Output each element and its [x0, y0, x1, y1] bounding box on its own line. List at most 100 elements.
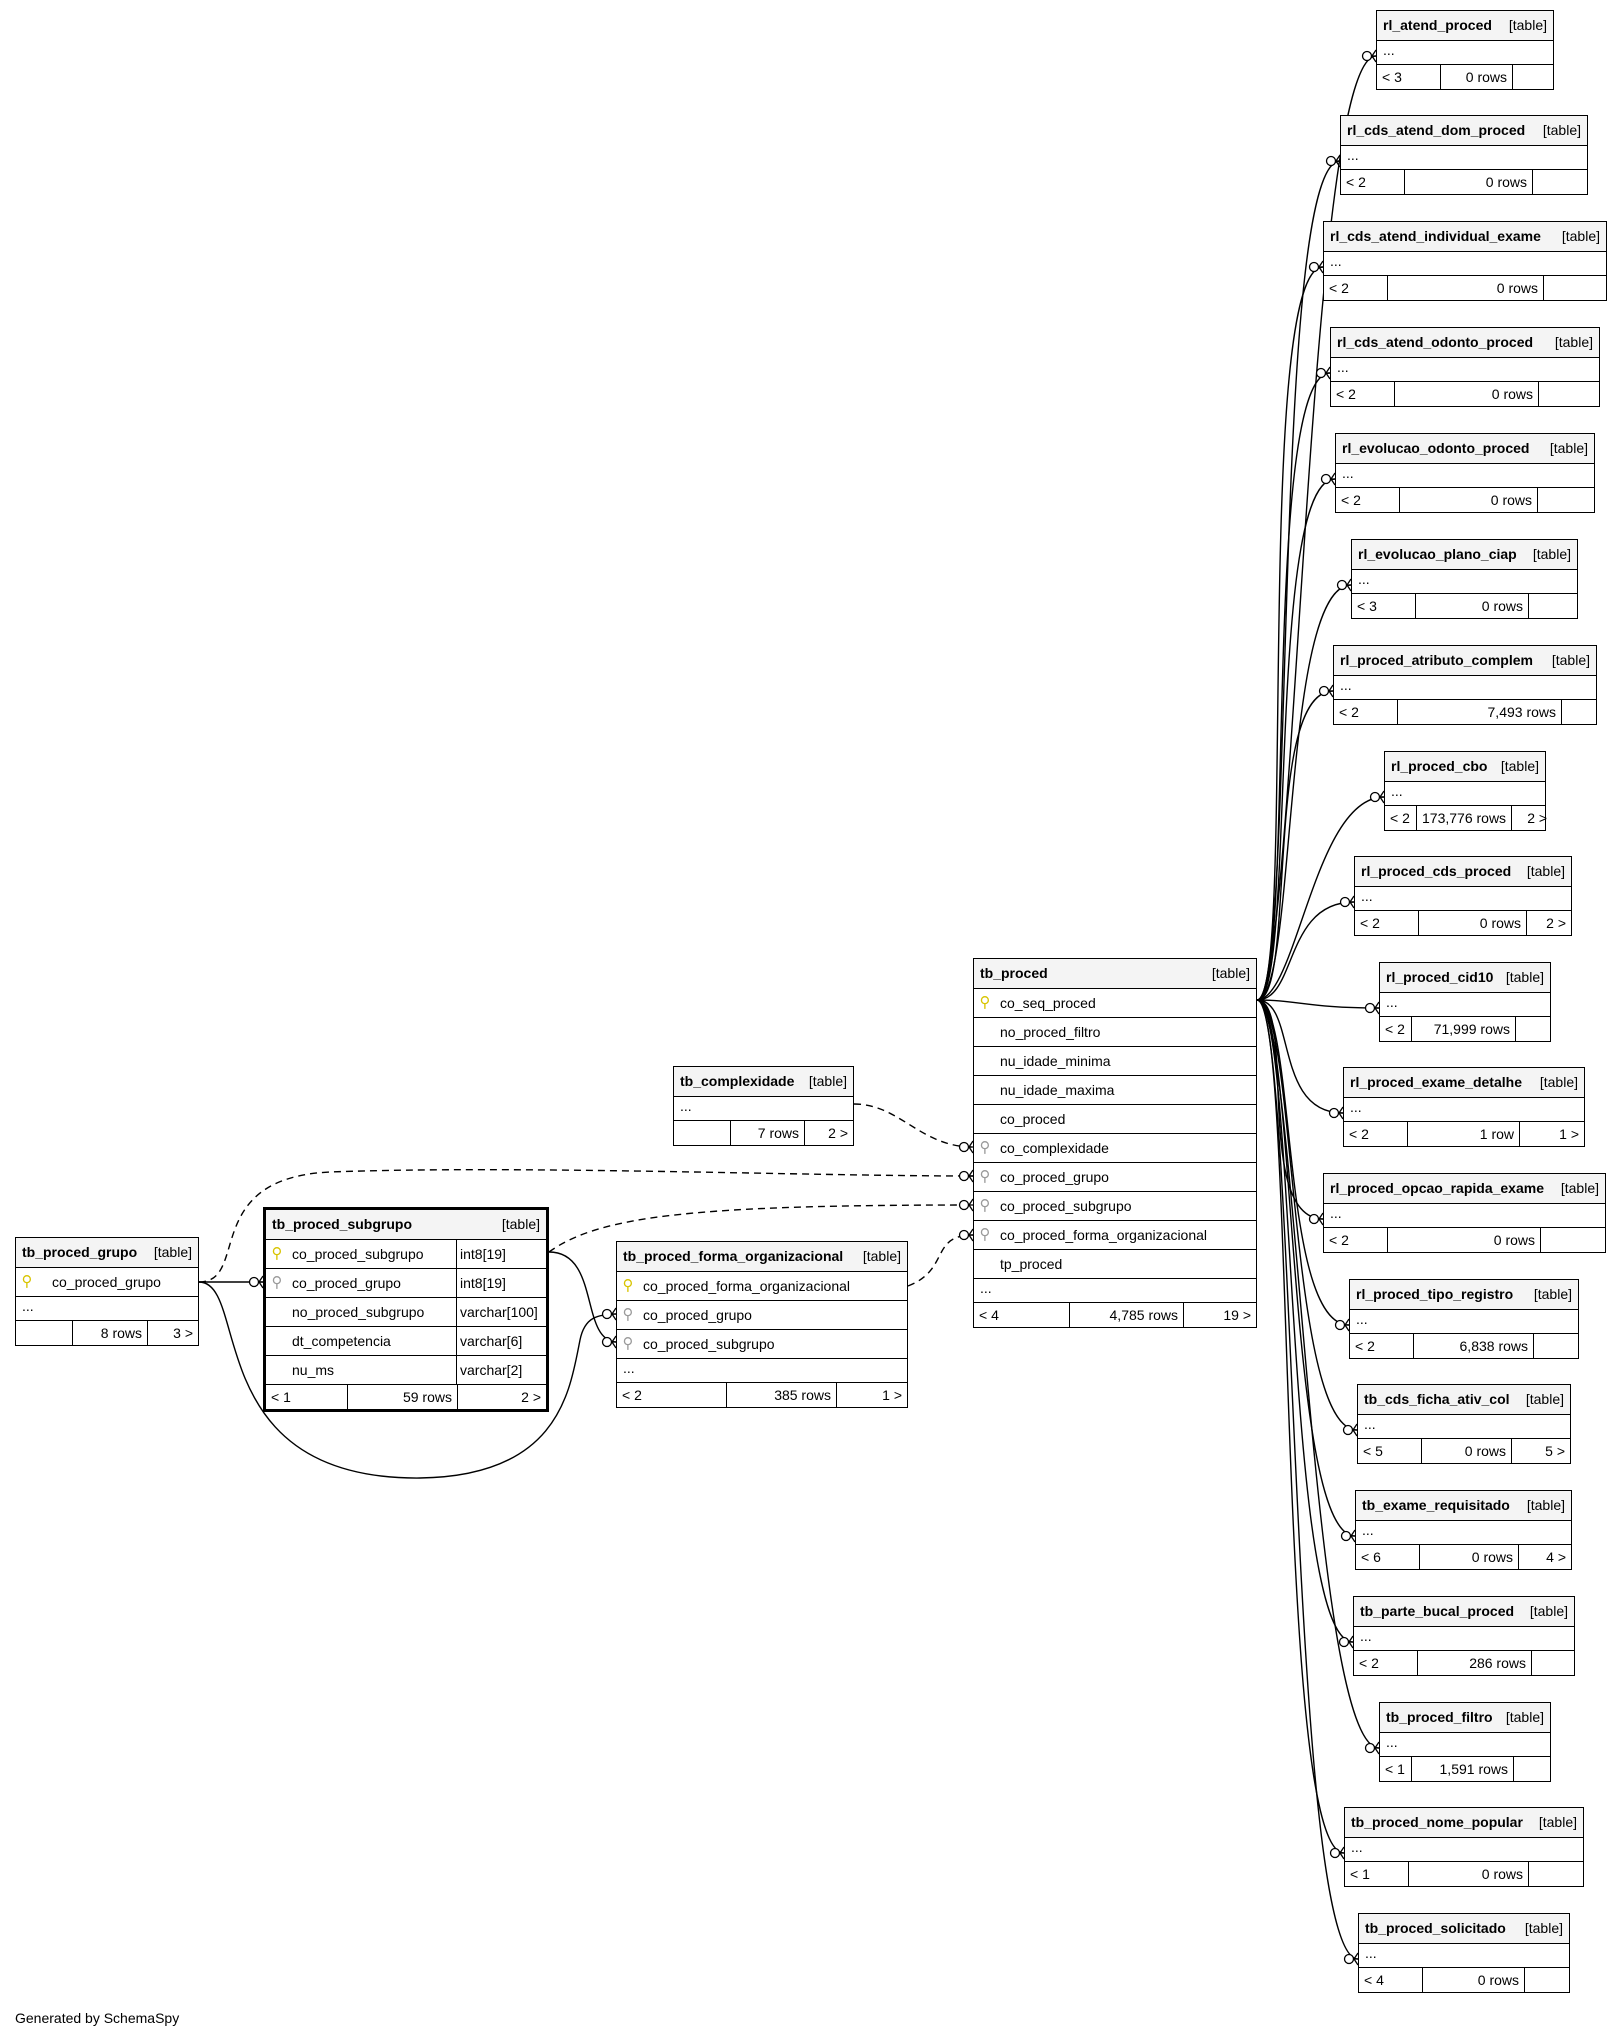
more-columns-ellipsis: ...: [1358, 1415, 1570, 1439]
table-name: tb_proced_subgrupo: [272, 1216, 413, 1232]
table-header: tb_parte_bucal_proced[table]: [1354, 1597, 1574, 1627]
relation-grupo-subgrupo-optional-marker: [248, 1276, 260, 1288]
relation-subgrupo-forma-optional-marker: [601, 1336, 613, 1348]
row-count: 8 rows: [73, 1321, 148, 1345]
table-tb-proced-grupo[interactable]: tb_proced_grupo [table] ⚲ co_proced_grup…: [15, 1237, 199, 1346]
table-header: tb_proced_subgrupo [table]: [266, 1210, 546, 1240]
table-name: rl_evolucao_odonto_proced: [1342, 440, 1530, 456]
primary-key-icon: ⚲: [21, 1273, 33, 1290]
parent-count: < 2: [1380, 1017, 1412, 1041]
table-header: rl_evolucao_plano_ciap[table]: [1352, 540, 1577, 570]
table-type: [table]: [1561, 228, 1600, 244]
table-tb-proced-subgrupo[interactable]: tb_proced_subgrupo [table] ⚲ co_proced_s…: [263, 1207, 549, 1412]
relation-18-optional-marker: [1343, 1953, 1355, 1965]
relation-10-optional-marker: [1328, 1107, 1340, 1119]
row-count: 0 rows: [1422, 1439, 1512, 1463]
table-type: [table]: [1549, 440, 1588, 456]
row-count: 0 rows: [1420, 1545, 1519, 1569]
relation-16-many-marker: [1374, 1741, 1380, 1755]
child-count: 2 >: [828, 1125, 848, 1141]
column-row: ⚲ co_proced_grupo: [974, 1163, 1256, 1192]
column-row: no_proced_subgrupo varchar[100]: [266, 1298, 546, 1327]
table-type: [table]: [153, 1244, 192, 1260]
table-header: tb_cds_ficha_ativ_col[table]: [1358, 1385, 1570, 1415]
more-columns-ellipsis: ...: [974, 1279, 1256, 1303]
column-row: ⚲ co_proced_subgrupo: [974, 1192, 1256, 1221]
table-footer: 8 rows 3 >: [16, 1321, 198, 1345]
relation-line-tb-proced-nome-popular: [1256, 999, 1345, 1854]
parent-count: < 2: [1336, 488, 1400, 512]
relation-2-optional-marker: [1308, 261, 1320, 273]
relation-14-many-marker: [1350, 1529, 1356, 1543]
relation-18-many-marker: [1353, 1952, 1359, 1966]
relation-grupo-forma-optional-marker: [601, 1308, 613, 1320]
column-row: ⚲ co_proced_grupo int8[19]: [266, 1269, 546, 1298]
row-count: 385 rows: [727, 1383, 837, 1407]
parent-count: < 2: [1344, 1122, 1408, 1146]
table-header: tb_proced_filtro[table]: [1380, 1703, 1550, 1733]
row-count: 4,785 rows: [1070, 1303, 1184, 1327]
table-rl-cds-atend-individual-exame[interactable]: rl_cds_atend_individual_exame[table]...<…: [1323, 221, 1607, 301]
column-row: ⚲ co_proced_forma_organizacional: [974, 1221, 1256, 1250]
more-columns-ellipsis: ...: [16, 1297, 198, 1321]
table-rl-proced-opcao-rapida-exame[interactable]: rl_proced_opcao_rapida_exame[table]...< …: [1323, 1173, 1606, 1253]
table-tb-complexidade[interactable]: tb_complexidade [table] ... 7 rows 2 >: [673, 1066, 854, 1146]
parent-count: < 4: [974, 1303, 1070, 1327]
more-columns-ellipsis: ...: [1350, 1310, 1578, 1334]
column-row: co_proced: [974, 1105, 1256, 1134]
child-count: 2 >: [1546, 915, 1566, 931]
table-name: tb_proced_filtro: [1386, 1709, 1493, 1725]
more-columns-ellipsis: ...: [617, 1359, 907, 1383]
table-header: rl_cds_atend_individual_exame[table]: [1324, 222, 1606, 252]
relation-11-optional-marker: [1308, 1213, 1320, 1225]
relation-15-many-marker: [1348, 1635, 1354, 1649]
column-name: co_proced_grupo: [643, 1307, 752, 1323]
column-type: varchar[2]: [456, 1356, 546, 1384]
table-tb-proced-forma-organizacional[interactable]: tb_proced_forma_organizacional [table] ⚲…: [616, 1241, 908, 1408]
table-tb-proced[interactable]: tb_proced [table] ⚲ co_seq_proced no_pro…: [973, 958, 1257, 1328]
foreign-key-icon: ⚲: [622, 1335, 634, 1352]
table-type: [table]: [1533, 1286, 1572, 1302]
generator-credit: Generated by SchemaSpy: [15, 2010, 180, 2026]
column-type: varchar[100]: [456, 1298, 546, 1326]
parent-count: < 4: [1359, 1968, 1423, 1992]
foreign-key-icon: ⚲: [271, 1274, 283, 1291]
table-header: tb_proced_solicitado[table]: [1359, 1914, 1569, 1944]
table-header: rl_proced_tipo_registro[table]: [1350, 1280, 1578, 1310]
child-count: [1534, 1334, 1578, 1358]
more-columns-ellipsis: ...: [1356, 1521, 1571, 1545]
relation-subgrupo-proced-many-marker: [968, 1198, 974, 1212]
relation-14-optional-marker: [1340, 1530, 1352, 1542]
relation-10-many-marker: [1338, 1106, 1344, 1120]
row-count: 0 rows: [1388, 276, 1544, 300]
more-columns-ellipsis: ...: [1331, 358, 1599, 382]
table-type: [table]: [1526, 863, 1565, 879]
column-name: co_proced_forma_organizacional: [1000, 1227, 1208, 1243]
child-count: [1529, 1862, 1583, 1886]
table-type: [table]: [1211, 965, 1250, 981]
child-count: [1539, 382, 1599, 406]
table-type: [table]: [1508, 17, 1547, 33]
